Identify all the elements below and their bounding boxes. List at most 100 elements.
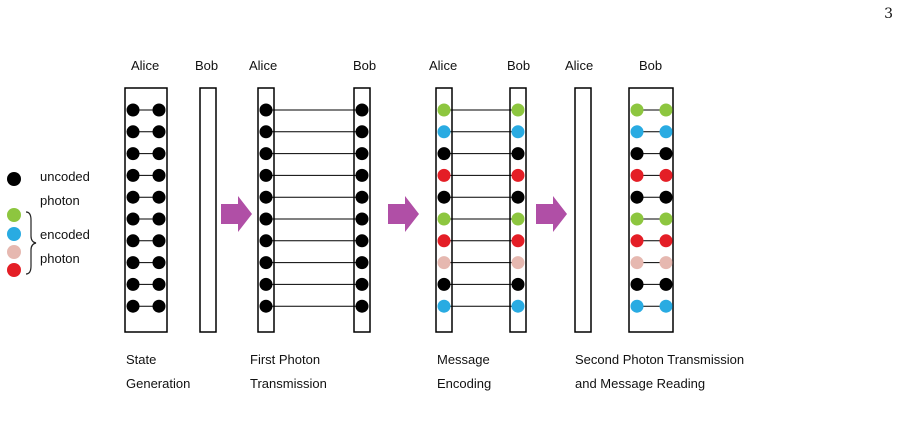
photon-alice	[126, 299, 140, 313]
label-bob: Bob	[507, 58, 531, 73]
legend-uncoded-dot	[7, 172, 21, 186]
photon-bob	[659, 103, 673, 117]
photon-bob	[152, 256, 166, 270]
photon-alice	[126, 147, 140, 161]
photon-alice	[437, 103, 451, 117]
photon-alice	[437, 147, 451, 161]
label-alice: Alice	[565, 58, 594, 73]
legend	[7, 172, 37, 277]
alice-box	[257, 87, 275, 333]
legend-red-dot	[7, 263, 21, 277]
photon-bob	[355, 299, 369, 313]
photon-alice	[126, 125, 140, 139]
alice-box	[124, 87, 168, 333]
caption-state-generation: State Generation	[126, 352, 191, 391]
photon-bob	[355, 168, 369, 182]
photon-bob	[659, 168, 673, 182]
label-bob: Bob	[639, 58, 663, 73]
photon-bob	[659, 234, 673, 248]
photon-bob	[511, 190, 525, 204]
caption-second-transmission: Second Photon Transmission and Message R…	[575, 352, 745, 391]
photon-bob	[659, 277, 673, 291]
photon-bob	[152, 234, 166, 248]
photon-alice	[259, 190, 273, 204]
photon-alice	[259, 168, 273, 182]
photon-alice	[259, 125, 273, 139]
photon-bob	[152, 168, 166, 182]
photon-bob	[355, 103, 369, 117]
photon-bob	[511, 168, 525, 182]
bob-box	[199, 87, 217, 333]
photon-bob	[152, 190, 166, 204]
photon-alice	[259, 103, 273, 117]
photon-bob	[152, 125, 166, 139]
photon-alice	[259, 277, 273, 291]
photon-alice	[437, 190, 451, 204]
legend-uncoded-label: uncoded photon	[40, 169, 90, 208]
photon-pairs	[630, 103, 673, 313]
photon-pairs	[126, 103, 166, 313]
photon-alice	[630, 103, 644, 117]
photon-bob	[355, 212, 369, 226]
photon-alice	[126, 212, 140, 226]
label-bob: Bob	[195, 58, 219, 73]
photon-bob	[511, 234, 525, 248]
photon-alice	[437, 299, 451, 313]
label-alice: Alice	[131, 58, 160, 73]
photon-alice	[126, 277, 140, 291]
photon-alice	[437, 125, 451, 139]
photon-alice	[630, 125, 644, 139]
photon-bob	[355, 234, 369, 248]
photon-alice	[630, 212, 644, 226]
photon-alice	[630, 147, 644, 161]
photon-bob	[511, 103, 525, 117]
photon-alice	[126, 168, 140, 182]
photon-alice	[630, 299, 644, 313]
photon-bob	[659, 299, 673, 313]
photon-alice	[437, 168, 451, 182]
arrow-3	[536, 196, 567, 232]
photon-pairs	[259, 103, 369, 313]
alice-box	[435, 87, 453, 333]
bob-box	[509, 87, 527, 333]
photon-alice	[259, 234, 273, 248]
photon-alice	[437, 212, 451, 226]
photon-alice	[630, 277, 644, 291]
photon-alice	[437, 234, 451, 248]
label-alice: Alice	[249, 58, 278, 73]
photon-alice	[437, 277, 451, 291]
photon-bob	[355, 256, 369, 270]
photon-alice	[630, 234, 644, 248]
photon-bob	[659, 147, 673, 161]
alice-box	[574, 87, 592, 333]
photon-bob	[659, 212, 673, 226]
photon-bob	[355, 190, 369, 204]
photon-alice	[630, 190, 644, 204]
photon-bob	[659, 190, 673, 204]
photon-alice	[259, 256, 273, 270]
bob-box	[353, 87, 371, 333]
photon-bob	[511, 212, 525, 226]
photon-bob	[511, 125, 525, 139]
photon-alice	[126, 256, 140, 270]
photon-alice	[259, 299, 273, 313]
photon-alice	[437, 256, 451, 270]
caption-first-transmission: First Photon Transmission	[250, 352, 327, 391]
stage-state-generation	[124, 87, 217, 333]
photon-bob	[511, 256, 525, 270]
photon-bob	[152, 103, 166, 117]
photon-bob	[355, 147, 369, 161]
photon-alice	[126, 103, 140, 117]
photon-alice	[126, 190, 140, 204]
legend-pink-dot	[7, 245, 21, 259]
label-alice: Alice	[429, 58, 458, 73]
photon-bob	[659, 256, 673, 270]
caption-message-encoding: Message Encoding	[437, 352, 492, 391]
photon-alice	[630, 256, 644, 270]
legend-encoded-label: encoded photon	[40, 227, 90, 266]
photon-bob	[355, 277, 369, 291]
photon-bob	[152, 212, 166, 226]
photon-bob	[355, 125, 369, 139]
stage-second-transmission	[574, 87, 674, 333]
